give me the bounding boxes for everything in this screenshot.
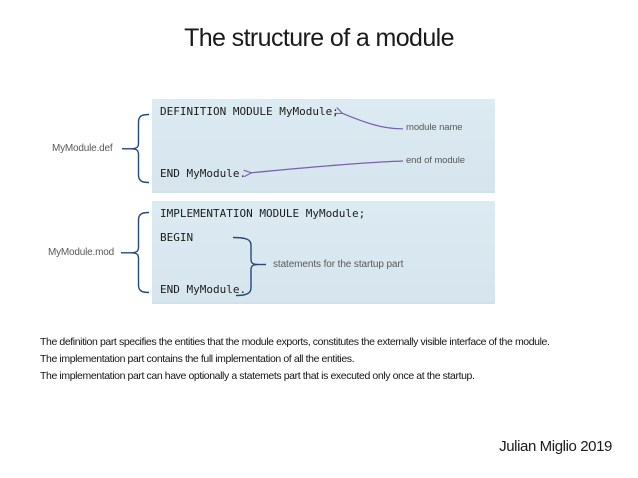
implementation-header-code: IMPLEMENTATION MODULE MyModule; xyxy=(160,207,366,220)
implementation-begin-code: BEGIN xyxy=(160,231,194,244)
definition-header-code: DEFINITION MODULE MyModule; xyxy=(160,105,339,118)
note-line-3: The implementation part can have optiona… xyxy=(40,370,475,383)
mod-left-brace-icon xyxy=(130,211,150,294)
def-left-brace-icon xyxy=(130,113,150,184)
implementation-code-box xyxy=(152,201,495,304)
startup-statements-annotation: statements for the startup part xyxy=(273,259,404,270)
module-name-annotation: module name xyxy=(406,122,463,133)
note-line-1: The definition part specifies the entiti… xyxy=(40,336,550,348)
definition-end-code: END MyModule. xyxy=(160,167,247,180)
implementation-end-code: END MyModule. xyxy=(160,283,247,296)
note-line-2: The implementation part contains the ful… xyxy=(40,353,355,366)
slide-title: The structure of a module xyxy=(184,24,454,52)
definition-code-box xyxy=(152,99,495,193)
mod-file-label: MyModule.mod xyxy=(48,247,114,258)
end-of-module-annotation: end of module xyxy=(406,155,465,166)
author-credit: Julian Miglio 2019 xyxy=(499,438,612,455)
def-file-label: MyModule.def xyxy=(52,143,113,154)
notes-paragraph: The definition part specifies the entiti… xyxy=(40,334,618,386)
